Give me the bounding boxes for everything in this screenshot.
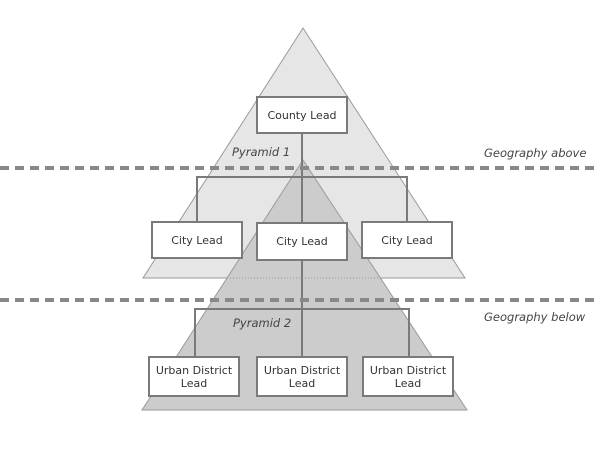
urban-district-lead-node-center: Urban District Lead [256, 356, 348, 397]
connector-city-bracket [196, 176, 408, 222]
city-lead-node-left: City Lead [151, 221, 243, 259]
pyramid-2-label: Pyramid 2 [233, 316, 292, 330]
urban-district-lead-node-right: Urban District Lead [362, 356, 454, 397]
urban-district-lead-node-left: Urban District Lead [148, 356, 240, 397]
city-lead-node-center: City Lead [256, 222, 348, 261]
county-lead-node: County Lead [256, 96, 348, 134]
connector-urban-bracket [194, 308, 410, 356]
city-lead-node-right: City Lead [361, 221, 453, 259]
pyramid-1-label: Pyramid 1 [232, 145, 291, 159]
pyramid-2-shape [141, 159, 468, 411]
geography-below-label: Geography below [484, 310, 586, 324]
geography-above-label: Geography above [484, 146, 587, 160]
